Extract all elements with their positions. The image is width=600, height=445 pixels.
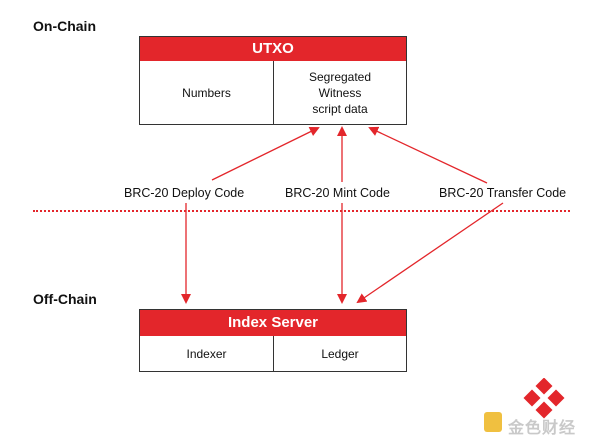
- deploy-code-label: BRC-20 Deploy Code: [122, 186, 247, 200]
- watermark-text: 金色财经: [508, 420, 577, 437]
- deploy-to-utxo-arrow: [211, 127, 320, 181]
- utxo-box-header: UTXO: [140, 37, 406, 61]
- indexer-cell: Indexer: [186, 346, 227, 361]
- transfer-code-label: BRC-20 Transfer Code: [437, 186, 569, 200]
- ledger-cell: Ledger: [321, 346, 359, 361]
- chain-boundary-line: [33, 210, 570, 212]
- mint-code-label: BRC-20 Mint Code: [283, 186, 392, 200]
- utxo-witness-line-2: Witness: [318, 85, 362, 100]
- index-server-header: Index Server: [140, 310, 406, 336]
- transfer-to-utxo-arrow: [368, 126, 488, 184]
- watermark-logo: 金色财经: [482, 377, 594, 438]
- utxo-numbers-cell: Numbers: [182, 85, 231, 100]
- on-chain-title: On-Chain: [33, 18, 96, 34]
- utxo-box: UTXO Numbers Segregated Witness script d…: [139, 36, 407, 125]
- utxo-witness-cell: Segregated Witness script data: [274, 61, 406, 124]
- utxo-witness-line-1: Segregated: [308, 69, 372, 84]
- transfer-to-index-arrow: [356, 202, 504, 304]
- index-cell-divider: [273, 336, 275, 371]
- utxo-cell-divider: [273, 61, 275, 124]
- utxo-witness-line-3: script data: [312, 101, 368, 116]
- index-server-box: Index Server Indexer Ledger: [139, 309, 407, 372]
- off-chain-title: Off-Chain: [33, 291, 97, 307]
- watermark-diamond-icon: [484, 377, 565, 432]
